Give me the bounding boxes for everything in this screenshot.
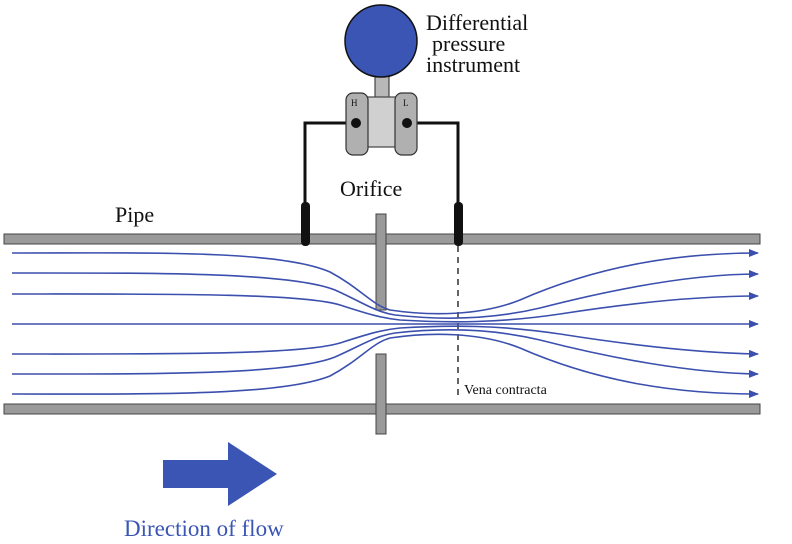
instrument-body xyxy=(364,96,398,148)
orifice-label: Orifice xyxy=(340,176,402,201)
downstream-tap-fitting xyxy=(454,202,463,246)
flow-direction-arrow xyxy=(163,442,277,506)
streamlines xyxy=(11,249,759,398)
gauge-dial xyxy=(344,4,418,78)
streamline-3 xyxy=(11,292,759,323)
instrument-title-line3: instrument xyxy=(426,52,520,77)
orifice-plate-top xyxy=(375,213,387,311)
orifice-plate-bottom xyxy=(375,353,387,435)
instrument-title-line2: pressure xyxy=(432,31,505,56)
low-pressure-tubing xyxy=(407,121,460,236)
high-pressure-tubing xyxy=(303,121,355,236)
direction-of-flow-label: Direction of flow xyxy=(124,516,284,541)
high-port-label: H xyxy=(351,98,358,108)
pipe-label: Pipe xyxy=(115,202,154,227)
streamline-2 xyxy=(11,270,759,319)
streamline-6 xyxy=(11,329,759,378)
streamline-5 xyxy=(11,325,759,358)
gauge-stem xyxy=(374,75,390,99)
differential-pressure-instrument: H L xyxy=(344,4,418,156)
high-port-connector xyxy=(351,118,361,128)
low-port-connector xyxy=(402,118,412,128)
instrument-title-line1: Differential xyxy=(426,10,528,35)
low-port-label: L xyxy=(403,98,409,108)
upstream-tap-fitting xyxy=(301,202,310,246)
vena-contracta-label: Vena contracta xyxy=(464,383,548,398)
streamline-7 xyxy=(11,333,759,398)
streamline-1 xyxy=(11,249,759,315)
